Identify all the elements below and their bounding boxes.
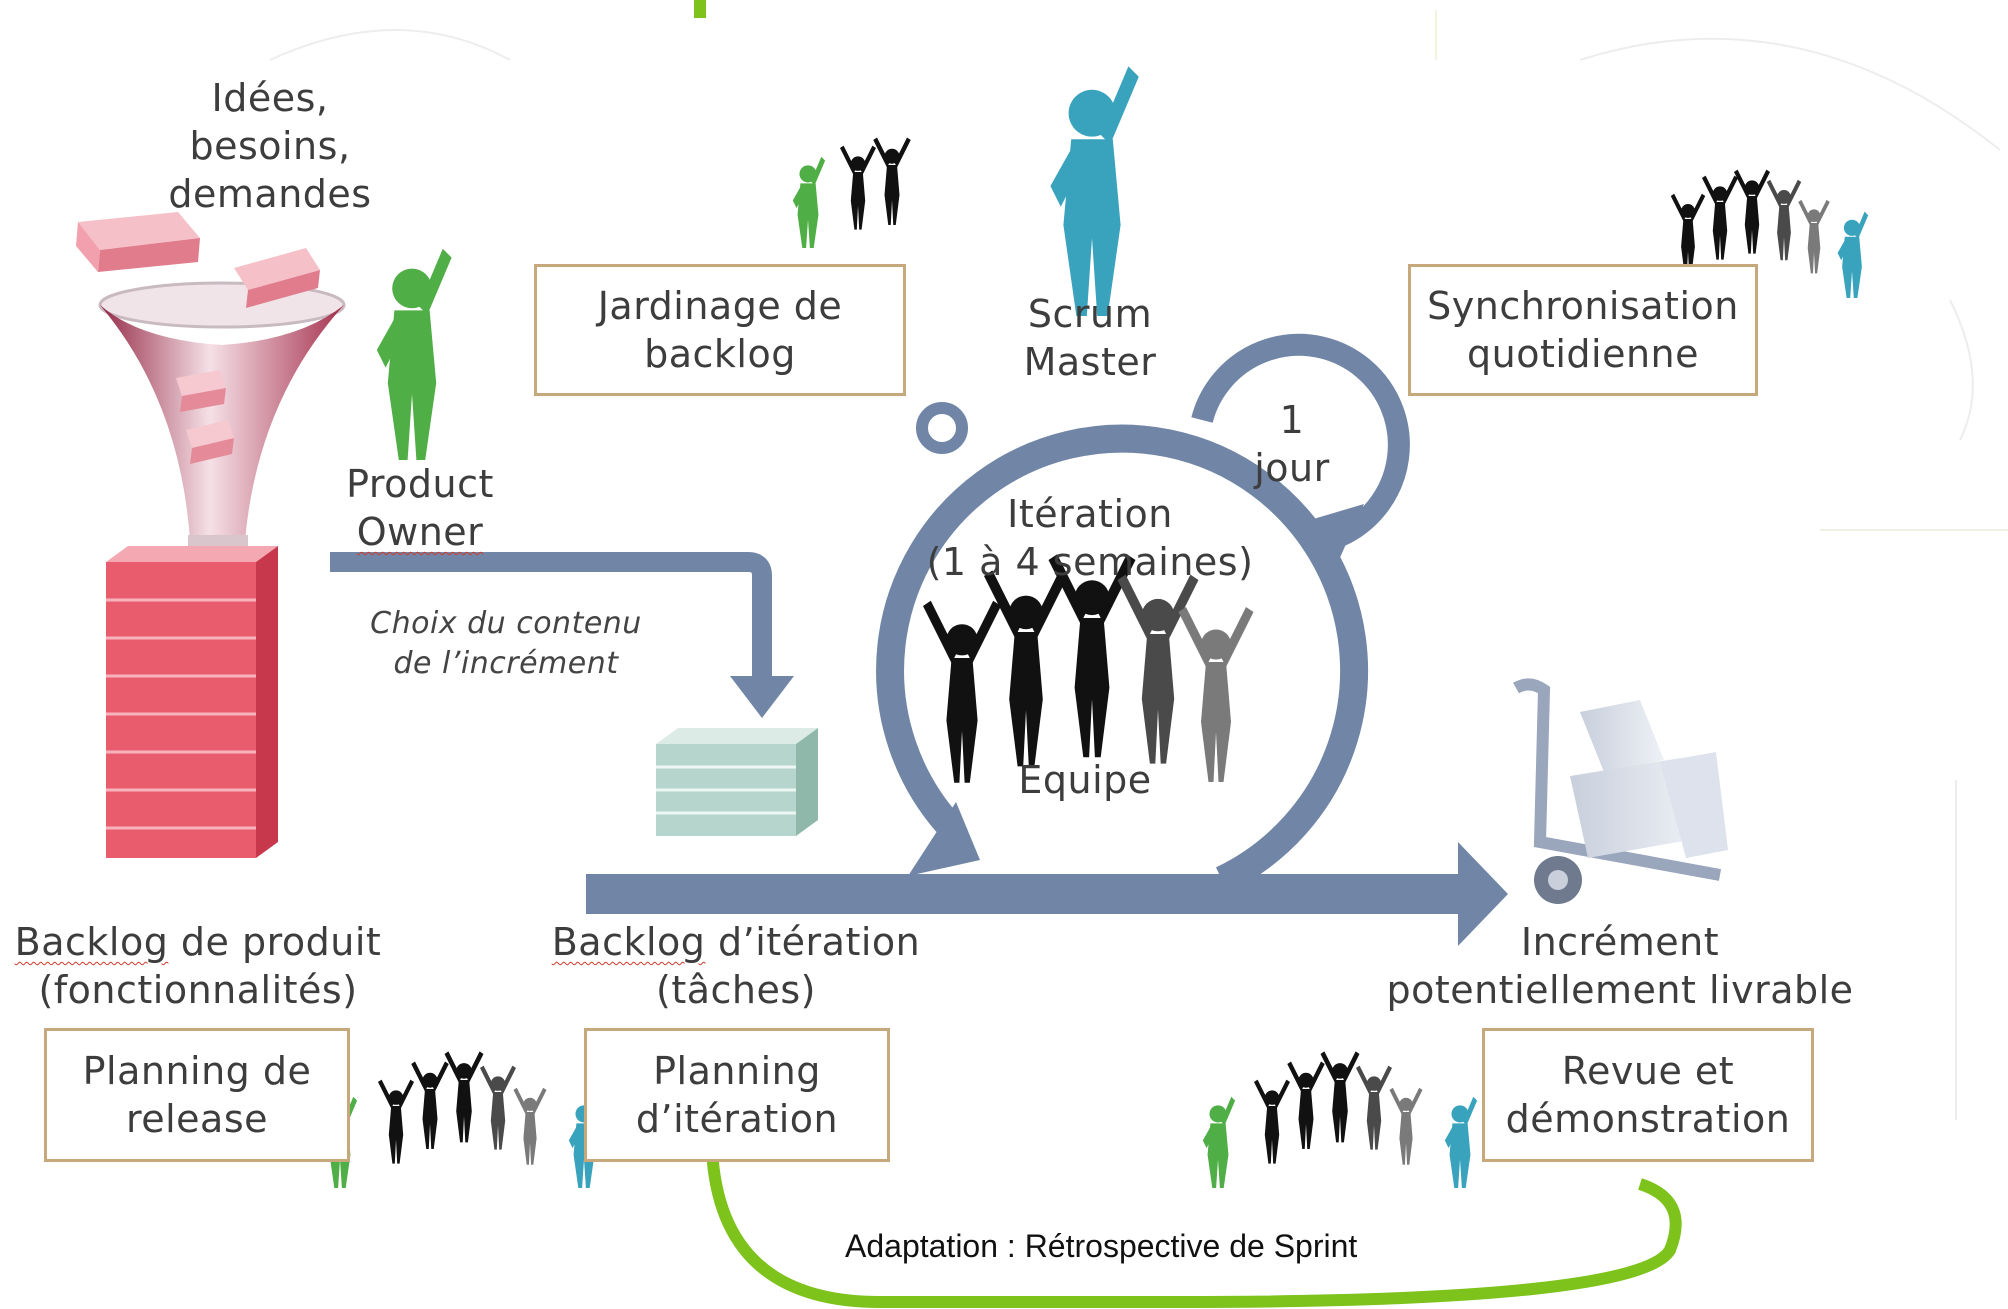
iteration-loop-arrowhead — [908, 802, 980, 876]
iteration-title: Itération — [1007, 492, 1173, 536]
iteration-duration: (1 à 4 semaines) — [926, 540, 1254, 584]
iteration-loop-arrow — [876, 424, 1369, 893]
daily-sync-box: Synchronisation quotidienne — [1408, 264, 1758, 396]
increment-line-1: Incrément — [1520, 920, 1720, 964]
flow-arrows — [330, 333, 1508, 946]
content-choice-line-2: de l’incrément — [393, 646, 619, 681]
grooming-line-2: backlog — [644, 332, 796, 376]
iteration-ring-knob — [916, 402, 968, 454]
sprint-backlog-label: Backlog d’itération (tâches) — [546, 918, 926, 1014]
content-choice-line-1: Choix du contenu — [370, 606, 642, 641]
top-accent-mark — [694, 0, 706, 18]
review-box: Revue et démonstration — [1482, 1028, 1814, 1162]
funnel-icon — [98, 281, 346, 549]
inputs-label: Idées, besoins, demandes — [150, 74, 390, 218]
iteration-planning-line-2: d’itération — [635, 1097, 839, 1141]
one-day-line-1: 1 — [1279, 398, 1305, 442]
product-owner-icon — [376, 248, 452, 460]
review-group-icon — [1202, 1051, 1478, 1188]
release-planning-line-1: Planning de — [82, 1049, 312, 1093]
scrum-master-label: Scrum Master — [990, 290, 1190, 386]
daily-loop-arrowhead — [1310, 504, 1364, 562]
product-backlog-label: Backlog de produit (fonctionnalités) — [0, 918, 396, 1014]
product-backlog-rest: de produit — [168, 920, 382, 964]
review-line-2: démonstration — [1505, 1097, 1791, 1141]
content-selection-arrow — [330, 552, 772, 680]
daily-sync-line-1: Synchronisation — [1427, 284, 1739, 328]
requirement-brick-icon — [76, 212, 320, 464]
product-backlog-line-2: (fonctionnalités) — [38, 968, 358, 1012]
product-owner-line-1: Product — [346, 462, 494, 506]
iteration-planning-box: Planning d’itération — [584, 1028, 890, 1162]
main-flow-arrowhead — [1458, 842, 1508, 946]
sprint-backlog-word: Backlog — [551, 920, 706, 964]
sprint-backlog-line-1: Backlog d’itération — [546, 918, 926, 966]
sprint-backlog-stack-icon — [656, 728, 818, 836]
release-planning-box: Planning de release — [44, 1028, 350, 1162]
increment-label: Incrément potentiellement livrable — [1380, 918, 1860, 1014]
inputs-line-1: Idées, — [211, 76, 329, 120]
scrum-master-line-2: Master — [1023, 340, 1157, 384]
product-owner-line-2: Owner — [356, 510, 484, 554]
product-backlog-line-1: Backlog de produit — [0, 918, 396, 966]
one-day-line-2: jour — [1254, 446, 1330, 490]
product-owner-label: Product Owner — [320, 460, 520, 556]
team-label: Equipe — [985, 756, 1185, 804]
daily-loop-arrow — [1191, 333, 1410, 547]
retrospective-label: Adaptation : Rétrospective de Sprint — [845, 1228, 1358, 1264]
iteration-planning-line-1: Planning — [653, 1049, 821, 1093]
sprint-backlog-rest: d’itération — [705, 920, 921, 964]
background-decoration — [269, 10, 2008, 1120]
release-planning-line-2: release — [125, 1097, 269, 1141]
inputs-line-3: demandes — [168, 172, 372, 216]
grooming-group-icon — [792, 137, 911, 248]
team-icon — [923, 554, 1254, 783]
product-backlog-stack-icon — [106, 546, 278, 858]
product-backlog-word: Backlog — [14, 920, 169, 964]
scrum-master-line-1: Scrum — [1027, 292, 1153, 336]
content-selection-arrowhead — [730, 676, 794, 718]
inputs-line-2: besoins, — [189, 124, 351, 168]
grooming-line-1: Jardinage de — [597, 284, 843, 328]
scrum-master-icon — [1050, 66, 1139, 317]
increment-hand-truck-icon — [1513, 678, 1728, 904]
one-day-label: 1 jour — [1242, 396, 1342, 492]
daily-sync-line-2: quotidienne — [1466, 332, 1699, 376]
review-line-1: Revue et — [1561, 1049, 1735, 1093]
planning-group-icon — [324, 1051, 602, 1188]
iteration-label: Itération (1 à 4 semaines) — [900, 490, 1280, 586]
grooming-box: Jardinage de backlog — [534, 264, 906, 396]
sprint-backlog-line-2: (tâches) — [656, 968, 816, 1012]
content-choice-label: Choix du contenu de l’incrément — [356, 604, 656, 684]
main-flow-arrow — [586, 874, 1466, 914]
team-name: Equipe — [1018, 758, 1152, 802]
increment-line-2: potentiellement livrable — [1386, 968, 1854, 1012]
